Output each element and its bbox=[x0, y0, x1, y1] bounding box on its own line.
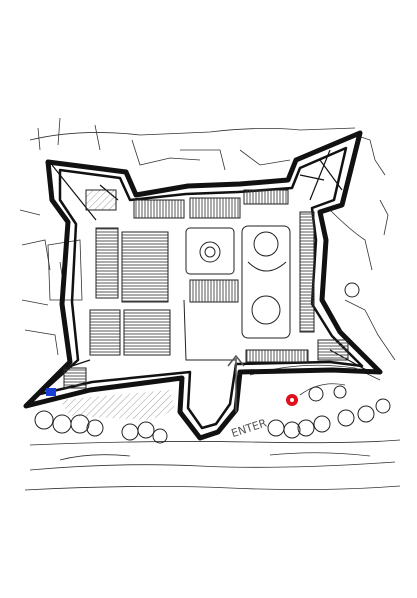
player-marker[interactable] bbox=[46, 388, 56, 396]
entrance-label: ENTER bbox=[230, 416, 269, 440]
goal-marker[interactable] bbox=[286, 394, 298, 406]
tree-row bbox=[34, 282, 391, 444]
entrance-arrow bbox=[227, 354, 245, 412]
surrounding-sketch bbox=[19, 117, 401, 491]
south-slope-hatch bbox=[60, 390, 175, 420]
courtyards bbox=[183, 225, 291, 361]
fortress-outer-wall bbox=[23, 130, 383, 441]
buildings bbox=[63, 189, 349, 389]
